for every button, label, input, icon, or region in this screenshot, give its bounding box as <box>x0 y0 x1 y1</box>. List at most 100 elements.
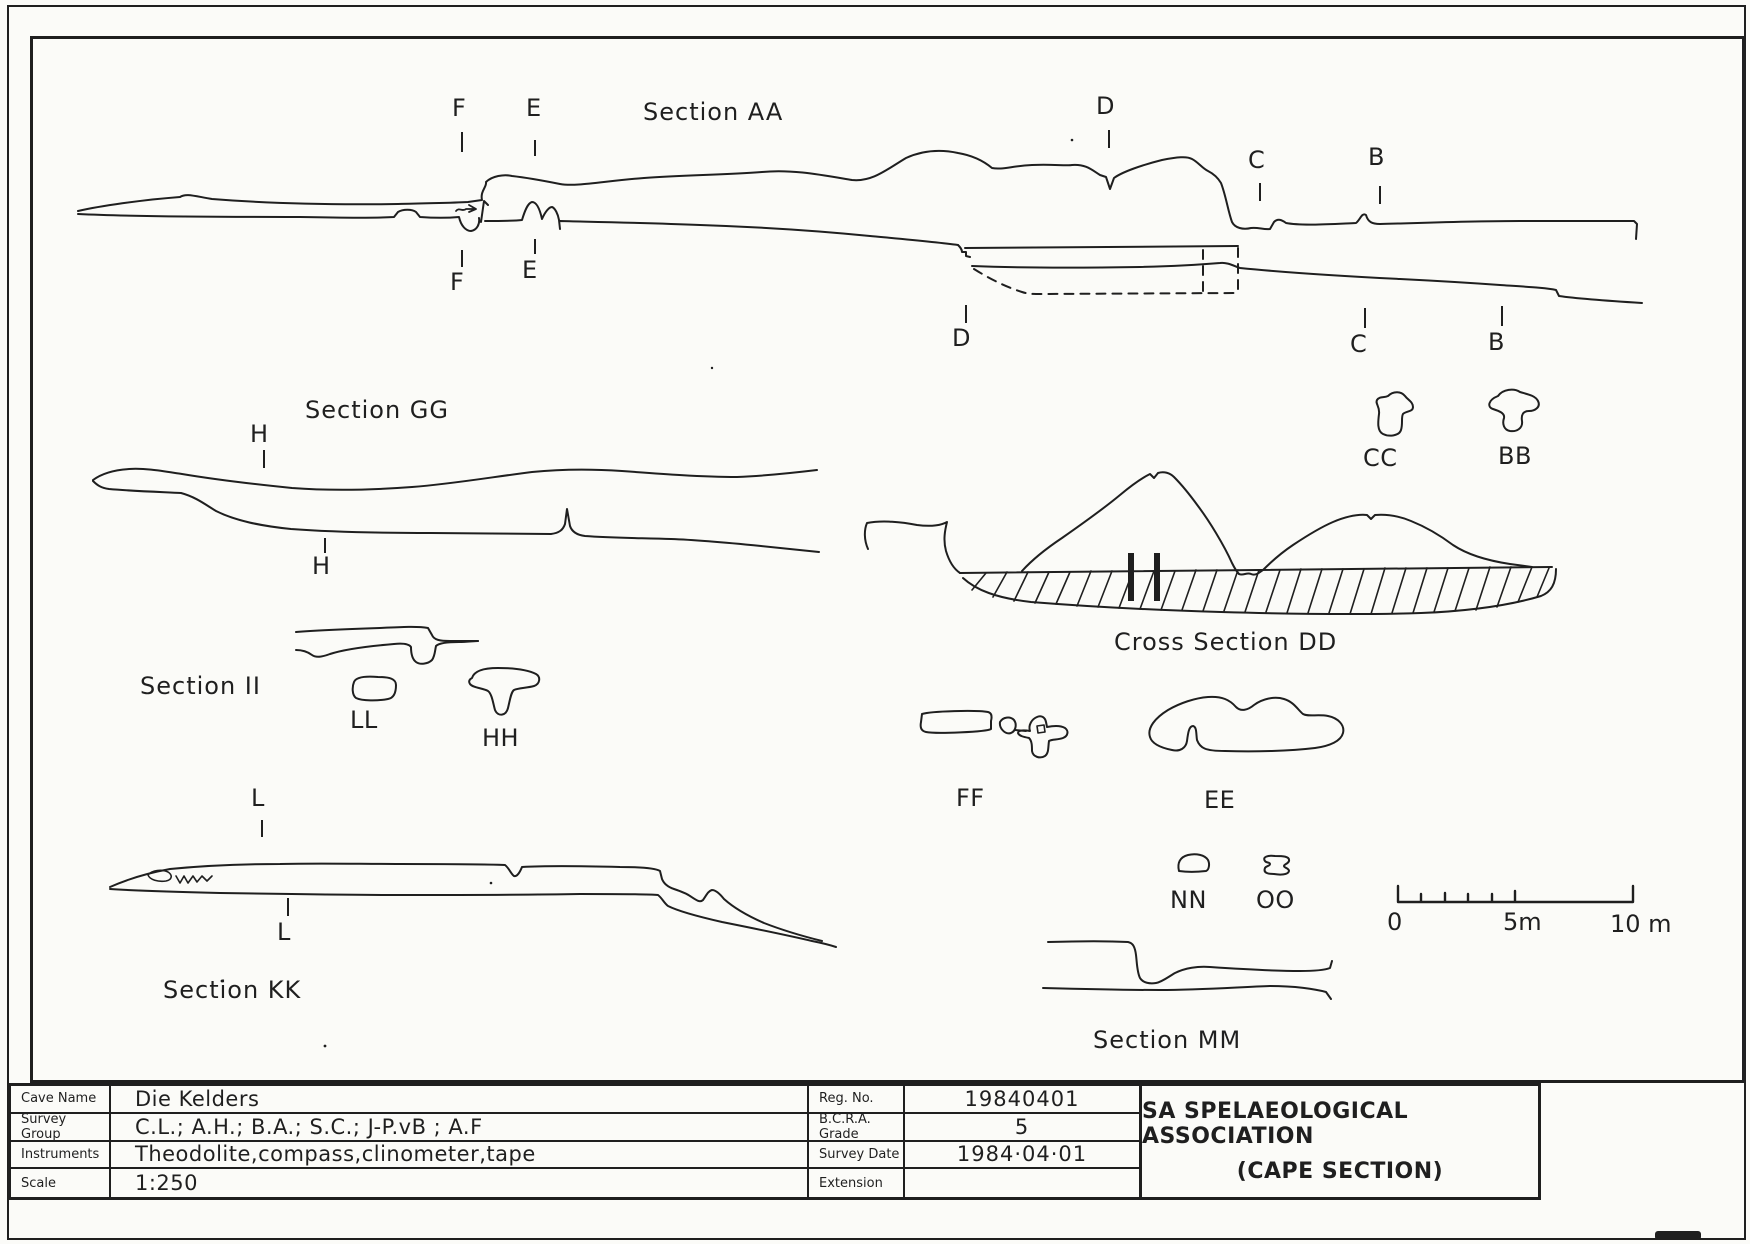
tick-e-top <box>534 140 536 156</box>
marker-l-top: L <box>251 784 265 812</box>
section-aa-dashed-outline <box>973 247 1239 295</box>
bcra-grade-value: 5 <box>905 1113 1142 1142</box>
marker-e-bottom: E <box>522 256 538 284</box>
scale-ten-label: 10 m <box>1610 910 1672 938</box>
cross-dd-left-mound <box>1021 471 1240 575</box>
nn-passage-blob <box>1177 853 1211 873</box>
cross-dd-hatch-top-line <box>959 566 1553 574</box>
survey-date-value: 1984·04·01 <box>905 1141 1142 1170</box>
section-kk-squiggle <box>175 875 213 884</box>
extension-value <box>905 1169 1142 1197</box>
section-mm-title: Section MM <box>1093 1026 1242 1054</box>
ff-passage-rect <box>919 709 993 734</box>
cave-name-value: Die Kelders <box>111 1086 809 1114</box>
association-title-block: SA SPELAEOLOGICAL ASSOCIATION (CAPE SECT… <box>1142 1086 1538 1197</box>
tick-h-top <box>263 450 265 468</box>
bb-passage-blob <box>1488 388 1540 433</box>
marker-d-bottom: D <box>952 324 971 352</box>
tick-c-bottom <box>1364 308 1366 328</box>
hh-passage-blob <box>468 667 541 716</box>
reg-no-label: Reg. No. <box>809 1086 905 1114</box>
section-kk-bubble <box>147 869 172 883</box>
scale-label: Scale <box>11 1169 111 1197</box>
ff-passage-small-blob <box>998 716 1017 735</box>
survey-date-label: Survey Date <box>809 1141 905 1170</box>
section-aa-title: Section AA <box>643 98 784 126</box>
label-oo: OO <box>1256 886 1295 914</box>
label-bb: BB <box>1498 442 1532 470</box>
marker-c-top: C <box>1248 146 1266 174</box>
section-aa-ledge-platform <box>957 244 1643 304</box>
section-kk-lower-line <box>109 888 837 948</box>
section-kk-upper-line <box>109 862 823 942</box>
cross-dd-pillar-left <box>1128 553 1134 601</box>
cross-dd-left-wall <box>863 520 961 574</box>
cross-dd-hatching <box>971 566 1550 615</box>
oo-passage-blob <box>1263 854 1291 876</box>
ff-passage-main-blob <box>1017 715 1069 759</box>
marker-e-top: E <box>526 94 542 122</box>
section-ii-title: Section II <box>140 672 261 700</box>
ff-passage-hole <box>1036 724 1046 734</box>
section-kk-title: Section KK <box>163 976 302 1004</box>
tick-d-bottom <box>965 305 967 323</box>
tick-f-top <box>461 132 463 152</box>
cross-dd-right-mound <box>1262 513 1533 571</box>
label-ff: FF <box>956 784 985 812</box>
tick-h-bottom <box>324 538 326 553</box>
cross-dd-hatch-bottom-line <box>962 568 1557 616</box>
scan-corner-mark <box>1655 1231 1701 1240</box>
marker-l-bottom: L <box>277 918 291 946</box>
section-aa-ceiling-line <box>77 149 1638 240</box>
association-name: SA SPELAEOLOGICAL ASSOCIATION <box>1142 1099 1409 1149</box>
cross-dd-pillar-right <box>1154 553 1160 601</box>
tick-e-bottom <box>534 239 536 254</box>
cross-section-dd-title: Cross Section DD <box>1114 628 1338 656</box>
label-hh: HH <box>482 724 520 752</box>
cave-name-label: Cave Name <box>11 1086 111 1114</box>
marker-f-bottom: F <box>450 268 465 296</box>
survey-group-label: Survey Group <box>11 1113 111 1142</box>
section-ii-upper-line <box>295 625 479 642</box>
scale-bar <box>1396 884 1635 904</box>
scale-value: 1:250 <box>111 1169 809 1197</box>
marker-c-bottom: C <box>1350 330 1368 358</box>
marker-b-top: B <box>1368 143 1385 171</box>
cross-dd-valley <box>1238 569 1264 576</box>
cc-passage-blob <box>1375 391 1414 437</box>
section-gg-title: Section GG <box>305 396 449 424</box>
marker-f-top: F <box>452 94 467 122</box>
tick-f-bottom <box>461 250 463 267</box>
marker-h-top: H <box>250 420 269 448</box>
reg-no-value: 19840401 <box>905 1086 1142 1114</box>
tick-l-bottom <box>287 898 289 916</box>
ee-passage-blob <box>1148 695 1345 753</box>
section-gg-lower-line <box>92 480 820 553</box>
section-ii-lower-line <box>295 640 479 665</box>
extension-label: Extension <box>809 1169 905 1197</box>
association-subtitle: (CAPE SECTION) <box>1236 1159 1444 1184</box>
outer-border <box>7 5 1746 1240</box>
tick-b-top <box>1379 186 1381 204</box>
label-ll: LL <box>350 706 378 734</box>
label-ee: EE <box>1204 786 1236 814</box>
ll-passage-blob <box>351 675 397 702</box>
section-mm-lower-line <box>1042 985 1332 1000</box>
scale-zero-label: 0 <box>1387 908 1403 936</box>
section-gg-upper-line <box>92 467 818 491</box>
bcra-grade-label: B.C.R.A. Grade <box>809 1113 905 1142</box>
instruments-label: Instruments <box>11 1141 111 1170</box>
label-nn: NN <box>1170 886 1207 914</box>
section-mm-upper-line <box>1047 940 1333 985</box>
scan-specks <box>220 138 1074 1048</box>
instruments-value: Theodolite,compass,clinometer,tape <box>111 1141 809 1170</box>
survey-group-value: C.L.; A.H.; B.A.; S.C.; J-P.vB ; A.F <box>111 1113 809 1142</box>
tick-b-bottom <box>1501 306 1503 326</box>
tick-d-top <box>1108 130 1110 148</box>
tick-c-top <box>1259 183 1261 201</box>
scale-five-label: 5m <box>1503 908 1542 936</box>
marker-h-bottom: H <box>312 552 331 580</box>
title-block-table: Cave Name Die Kelders Reg. No. 19840401 … <box>8 1083 1541 1200</box>
